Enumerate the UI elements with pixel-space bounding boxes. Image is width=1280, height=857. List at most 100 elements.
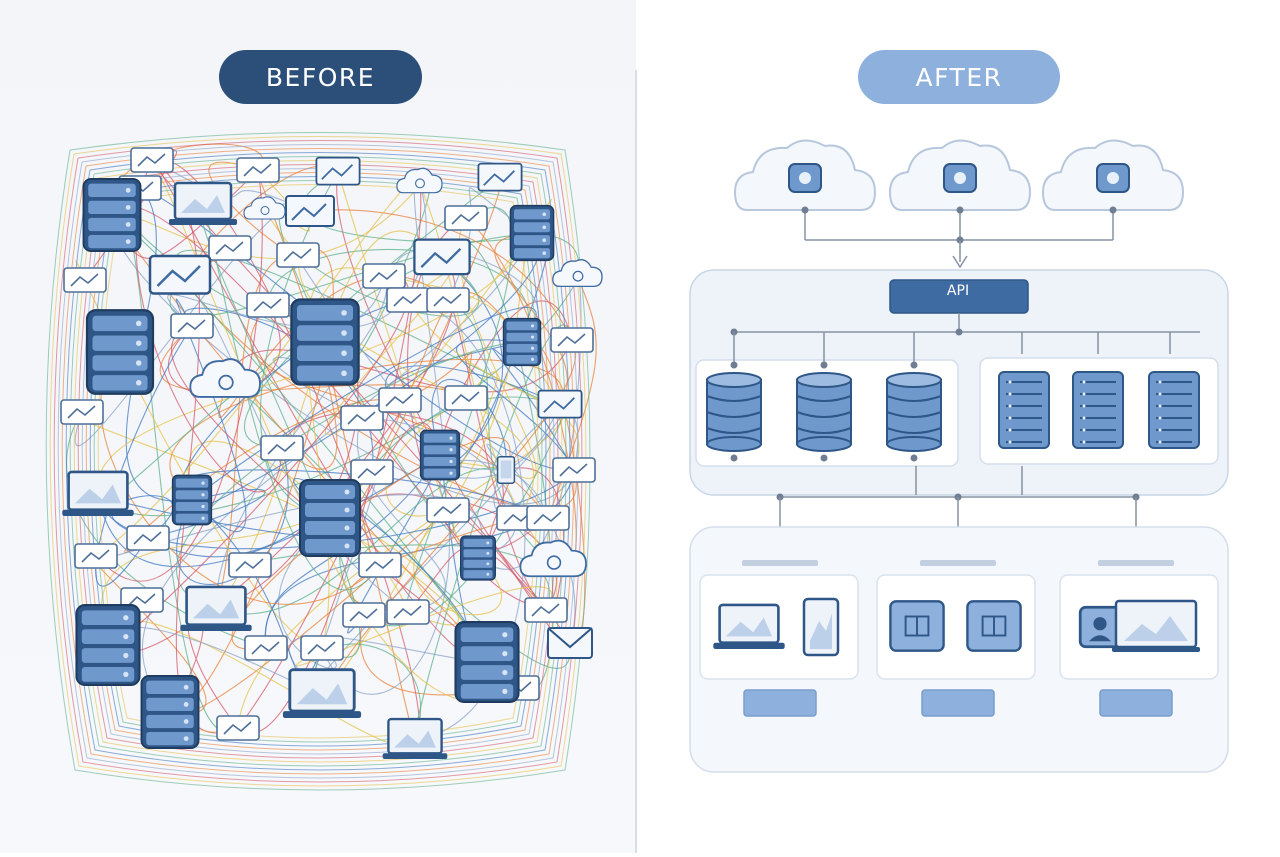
mini-screen-icon [340,405,384,431]
server-rack-icon [1148,371,1200,449]
monitor-icon [477,162,523,192]
server-rack-icon [171,474,213,526]
database-icon [886,372,942,452]
mini-screen-icon [60,399,104,425]
monitor-chart-icon [1112,599,1200,652]
mini-screen-icon [276,242,320,268]
video-user-icon [1078,605,1122,649]
server-rack-icon [290,298,360,386]
organized-architecture-diagram: API [689,139,1229,773]
mail-icon [547,627,593,659]
server-rack-icon [85,309,155,395]
mini-screen-icon [444,385,488,411]
connector-dot [910,361,918,369]
laptop-icon [382,717,448,759]
connector-dot [730,361,738,369]
mini-screen-icon [216,715,260,741]
cloud-icon [189,358,261,398]
mini-screen-icon [208,235,252,261]
mini-screen-icon [63,267,107,293]
monitor-icon [413,238,471,276]
mini-screen-icon [130,147,174,173]
down-arrow-icon [952,255,968,269]
connector-dot [955,328,963,336]
server-rack-icon [140,674,200,750]
mini-screen-icon [74,543,118,569]
after-label: AFTER [858,50,1060,104]
mini-screen-icon [350,459,394,485]
client-caption-bar [1098,560,1174,566]
client-caption-bar [742,560,818,566]
server-rack-icon [502,317,542,367]
server-rack-icon [75,604,141,686]
mini-screen-icon [342,602,386,628]
server-rack-icon [1072,371,1124,449]
mini-screen-icon [170,313,214,339]
mini-screen-icon [260,435,304,461]
monitor-icon [285,195,335,227]
server-rack-icon [998,371,1050,449]
laptop-icon [282,668,362,718]
before-label: BEFORE [219,50,422,104]
laptop-icon [62,470,134,516]
cloud-lock-icon [888,139,1032,211]
mini-screen-icon [426,287,470,313]
laptop-icon [169,181,237,225]
mini-screen-icon [426,497,470,523]
server-rack-icon [419,429,461,481]
network-nodes [60,147,603,759]
api-gateway-title: API [947,283,969,299]
mini-screen-icon [386,287,430,313]
database-icon [706,372,762,452]
server-rack-icon [299,479,361,557]
cloud-gear-icon [1041,139,1185,211]
monitor-icon [315,156,361,186]
cloud-icon [733,139,877,211]
cloud-icon [552,259,603,288]
mini-screen-icon [300,635,344,661]
monitor-icon [148,254,212,295]
cloud-icon [396,167,443,194]
mini-screen-icon [126,525,170,551]
connector-dot [956,206,964,214]
panel-divider [635,70,637,853]
mini-screen-icon [228,552,272,578]
mini-screen-icon [362,263,406,289]
mini-screen-icon [444,205,488,231]
connector-dot [1109,206,1117,214]
server-rack-icon [460,535,496,581]
mini-screen-icon [236,157,280,183]
mini-screen-icon [552,457,596,483]
connector-dot [801,206,809,214]
tablet-icon [802,597,840,657]
connector-dot [730,454,738,462]
server-rack-icon [509,204,555,262]
client-action-button [743,689,817,717]
connector-dot [910,454,918,462]
after-panel: API [638,0,1280,853]
mini-screen-icon [386,599,430,625]
before-panel [0,0,636,853]
connector-dot [820,361,828,369]
client-action-button [1099,689,1173,717]
mini-screen-icon [246,292,290,318]
client-caption-bar [920,560,996,566]
connector-dot [820,454,828,462]
laptop-icon [180,585,252,631]
server-rack-icon [454,621,520,703]
cloud-icon [519,539,587,578]
mini-screen-icon [378,387,422,413]
app-window-icon [966,600,1022,652]
phone-icon [496,456,516,484]
monitor-icon [537,389,583,419]
mini-screen-icon [550,327,594,353]
laptop-icon [713,603,785,649]
server-rack-icon [82,177,142,253]
mini-screen-icon [524,597,568,623]
database-icon [796,372,852,452]
mini-screen-icon [358,552,402,578]
client-action-button [921,689,995,717]
mini-screen-icon [526,505,570,531]
app-window-icon [889,600,945,652]
cloud-icon [243,196,286,220]
